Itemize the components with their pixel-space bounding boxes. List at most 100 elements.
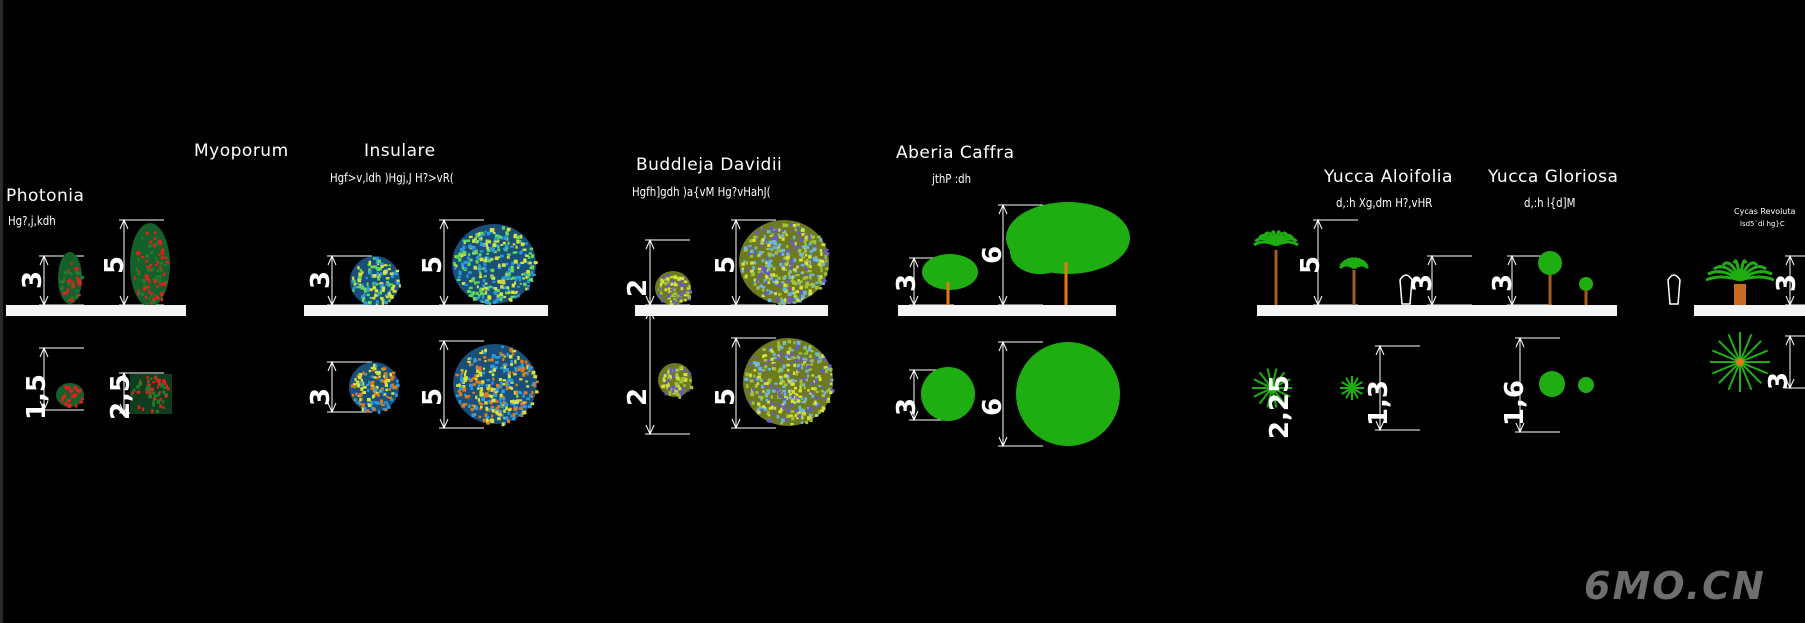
cycas-elev-crown-frond-9 bbox=[1739, 275, 1775, 282]
plant-sub-aberia: jthP :dh bbox=[932, 172, 972, 186]
dim-photonia-elev-large-arrow-top bbox=[119, 218, 129, 230]
plant-sub-buddleja: Hgfh]gdh )a{vM Hg?vHahJ( bbox=[632, 185, 771, 199]
cycas-plan-spike-10 bbox=[1718, 340, 1741, 363]
dim-myoporum-elev-small: 3 bbox=[306, 270, 337, 290]
yucca-aloifolia-plan-large-spike-5 bbox=[1258, 387, 1273, 405]
plant-sub-cycas: lsd5`dl hg}C bbox=[1740, 220, 1785, 228]
yucca-aloifolia-plan-large-spike-1 bbox=[1271, 387, 1291, 398]
dim-cycas-elev-arrow-top bbox=[1785, 254, 1795, 266]
yucca-aloifolia-plan-small-spike-7 bbox=[1341, 381, 1353, 389]
cycas-plan-spike-1 bbox=[1739, 361, 1769, 375]
dim-aberia-elev-small-arrow-top bbox=[909, 256, 919, 268]
dim-myoporum-elev-small-arrow-top bbox=[327, 254, 337, 266]
yucca-scale-figure bbox=[1399, 274, 1413, 305]
yucca-gloriosa-elev-small-crown bbox=[1579, 277, 1593, 291]
dim-buddleja-elev-small: 2 bbox=[623, 278, 654, 298]
photonia-plan-large-dots bbox=[131, 375, 170, 414]
dim-myoporum-plan-small-arrow-bottom bbox=[327, 402, 337, 414]
aberia-elev-large-canopy-2 bbox=[1010, 230, 1070, 274]
cycas-scale-figure bbox=[1667, 274, 1681, 305]
dim-cycas-plan-arrow-bottom bbox=[1785, 378, 1795, 390]
ground-line-yucca bbox=[1257, 305, 1617, 316]
cycas-plan-spike-2 bbox=[1739, 361, 1762, 384]
yucca-aloifolia-elev-small-crown-frond-9 bbox=[1353, 263, 1370, 270]
dim-aberia-elev-large: 6 bbox=[978, 245, 1009, 265]
yucca-gloriosa-elev-crown bbox=[1538, 251, 1562, 275]
plant-name-cycas: Cycas Revoluta bbox=[1734, 207, 1796, 216]
plant-name-buddleja: Buddleja Davidii bbox=[636, 155, 783, 175]
plant-sub-photonia: Hg?,j,kdh bbox=[8, 214, 56, 228]
myoporum-elev-small-foliage bbox=[350, 256, 400, 306]
cycas-plan-spike-15 bbox=[1739, 349, 1769, 363]
dim-yucca-gloriosa-elev: 3 bbox=[1488, 273, 1519, 293]
dim-yucca-gloriosa-plan-arrow-top bbox=[1515, 336, 1525, 348]
cycas-elev-trunk bbox=[1734, 284, 1746, 305]
dim-photonia-elev-small-arrow-top bbox=[39, 254, 49, 266]
yucca-aloifolia-plan-large-spike-13 bbox=[1271, 378, 1291, 389]
yucca-gloriosa-plan-small bbox=[1578, 377, 1594, 393]
dim-aberia-plan-large-arrow-top bbox=[998, 340, 1008, 352]
ground-line-photonia bbox=[6, 305, 186, 316]
dim-aberia-plan-small: 3 bbox=[892, 397, 923, 417]
cycas-plan-spike-11 bbox=[1727, 333, 1741, 363]
dim-myoporum-plan-small: 3 bbox=[306, 387, 337, 407]
dim-photonia-plan-large: 2,5 bbox=[106, 373, 137, 421]
yucca-aloifolia-plan-small-spike-10 bbox=[1351, 377, 1359, 389]
myoporum-elev-large-dots bbox=[453, 226, 538, 307]
yucca-aloifolia-plan-small-spike-4 bbox=[1345, 387, 1353, 399]
cycas-plan-spike-13 bbox=[1739, 333, 1753, 363]
watermark-text: 6MO.CN bbox=[1584, 564, 1766, 608]
dim-yucca-aloifolia-plan-small: 1,3 bbox=[1364, 379, 1395, 427]
dim-myoporum-plan-small-arrow-top bbox=[327, 360, 337, 372]
dim-yucca-gloriosa-elev-arrow-top bbox=[1507, 254, 1517, 266]
dim-yucca-aloifolia-elev-small: 3 bbox=[1408, 273, 1439, 293]
yucca-aloifolia-plan-large-spike-4 bbox=[1266, 387, 1273, 408]
dim-myoporum-plan-large-arrow-bottom bbox=[439, 418, 449, 430]
aberia-plan-large-canopy bbox=[1016, 342, 1120, 446]
plant-name-yucca-gloriosa: Yucca Gloriosa bbox=[1488, 167, 1619, 187]
dim-yucca-aloifolia-plan-large: 2,25 bbox=[1265, 374, 1296, 440]
plant-name-myoporum: Myoporum bbox=[194, 141, 289, 161]
myoporum-elev-small-dots bbox=[351, 257, 401, 306]
dim-aberia-plan-large: 6 bbox=[978, 397, 1009, 417]
yucca-aloifolia-plan-large-spike-3 bbox=[1271, 387, 1278, 408]
yucca-aloifolia-elev-large-crown-frond-9 bbox=[1275, 240, 1299, 247]
dim-aberia-plan-small-arrow-top bbox=[909, 368, 919, 380]
ground-line-cycas bbox=[1694, 305, 1805, 316]
viewport-edge bbox=[0, 0, 3, 623]
dim-buddleja-plan-large-arrow-top bbox=[731, 336, 741, 348]
dim-yucca-gloriosa-plan-arrow-bottom bbox=[1515, 422, 1525, 434]
yucca-aloifolia-plan-large-spike-6 bbox=[1253, 387, 1273, 398]
dim-buddleja-plan-small: 2 bbox=[623, 387, 654, 407]
dim-yucca-aloifolia-elev-large-arrow-top bbox=[1313, 218, 1323, 230]
plant-sub-yucca-aloifolia: d,:h Xg,dm H?,vHR bbox=[1336, 196, 1433, 210]
dim-yucca-aloifolia-plan-small-arrow-top bbox=[1375, 344, 1385, 356]
dim-cycas-plan-arrow-top bbox=[1785, 334, 1795, 346]
dim-cycas-plan: 3 bbox=[1764, 371, 1795, 391]
dim-aberia-plan-small-arrow-bottom bbox=[909, 410, 919, 422]
dim-buddleja-plan-large-arrow-bottom bbox=[731, 418, 741, 430]
buddleja-plan-large-dots bbox=[744, 340, 835, 426]
photonia-elev-small-dots bbox=[59, 262, 85, 302]
yucca-aloifolia-plan-large-spike-2 bbox=[1271, 387, 1286, 405]
dim-photonia-plan-small-arrow-bottom bbox=[39, 400, 49, 412]
dim-buddleja-elev-large-arrow-top bbox=[731, 218, 741, 230]
dim-yucca-aloifolia-plan-small-arrow-bottom bbox=[1375, 420, 1385, 432]
dim-photonia-plan-large-arrow-top bbox=[119, 371, 129, 383]
cycas-plan-spike-6 bbox=[1718, 361, 1741, 384]
yucca-aloifolia-plan-small-spike-1 bbox=[1351, 387, 1363, 395]
dim-buddleja-plan-small-arrow-bottom bbox=[645, 424, 655, 436]
dim-photonia-plan-small: 1,5 bbox=[22, 373, 53, 421]
yucca-aloifolia-plan-small-spike-11 bbox=[1351, 381, 1363, 389]
myoporum-plan-small-dots bbox=[351, 363, 400, 414]
dim-buddleja-plan-large: 5 bbox=[711, 387, 742, 407]
ground-line-myoporum bbox=[304, 305, 548, 316]
ground-line-aberia bbox=[898, 305, 1116, 316]
aberia-elev-small-canopy bbox=[922, 254, 978, 290]
cycas-plan-spike-3 bbox=[1739, 361, 1753, 391]
plant-sub-yucca-gloriosa: d,:h l{d]M bbox=[1524, 196, 1576, 210]
dim-aberia-elev-large-arrow-top bbox=[998, 203, 1008, 215]
myoporum-plan-large-dots bbox=[455, 345, 539, 427]
